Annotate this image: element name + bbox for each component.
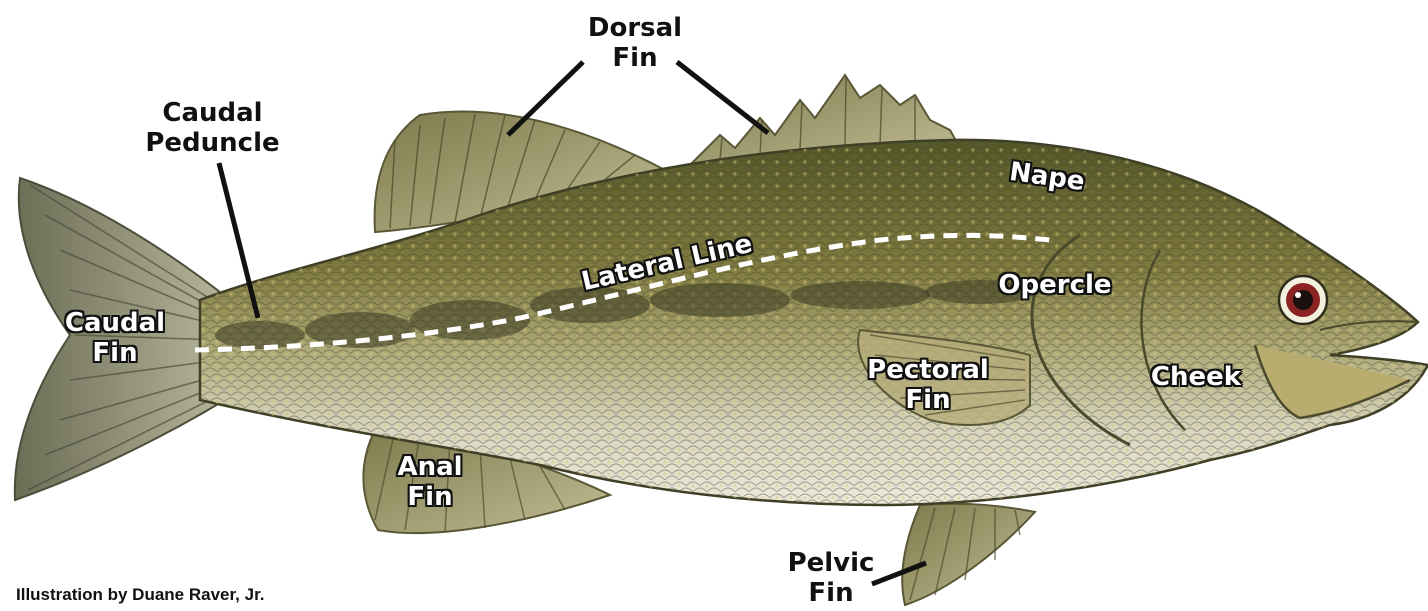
label-dorsal-fin: Dorsal Fin — [580, 13, 690, 73]
label-pectoral-fin: Pectoral Fin — [858, 355, 998, 415]
label-opercle: Opercle — [994, 270, 1116, 300]
dorsal-fin-leader-right — [677, 62, 768, 133]
illustration-credit: Illustration by Duane Raver, Jr. — [16, 585, 264, 605]
pelvic-fin-shape — [902, 504, 1035, 605]
label-cheek: Cheek — [1145, 362, 1247, 392]
label-anal-fin: Anal Fin — [385, 452, 475, 512]
eye — [1279, 276, 1327, 324]
label-pelvic-fin: Pelvic Fin — [776, 548, 886, 608]
label-caudal-fin: Caudal Fin — [55, 308, 175, 368]
label-caudal-peduncle: Caudal Peduncle — [135, 98, 290, 158]
